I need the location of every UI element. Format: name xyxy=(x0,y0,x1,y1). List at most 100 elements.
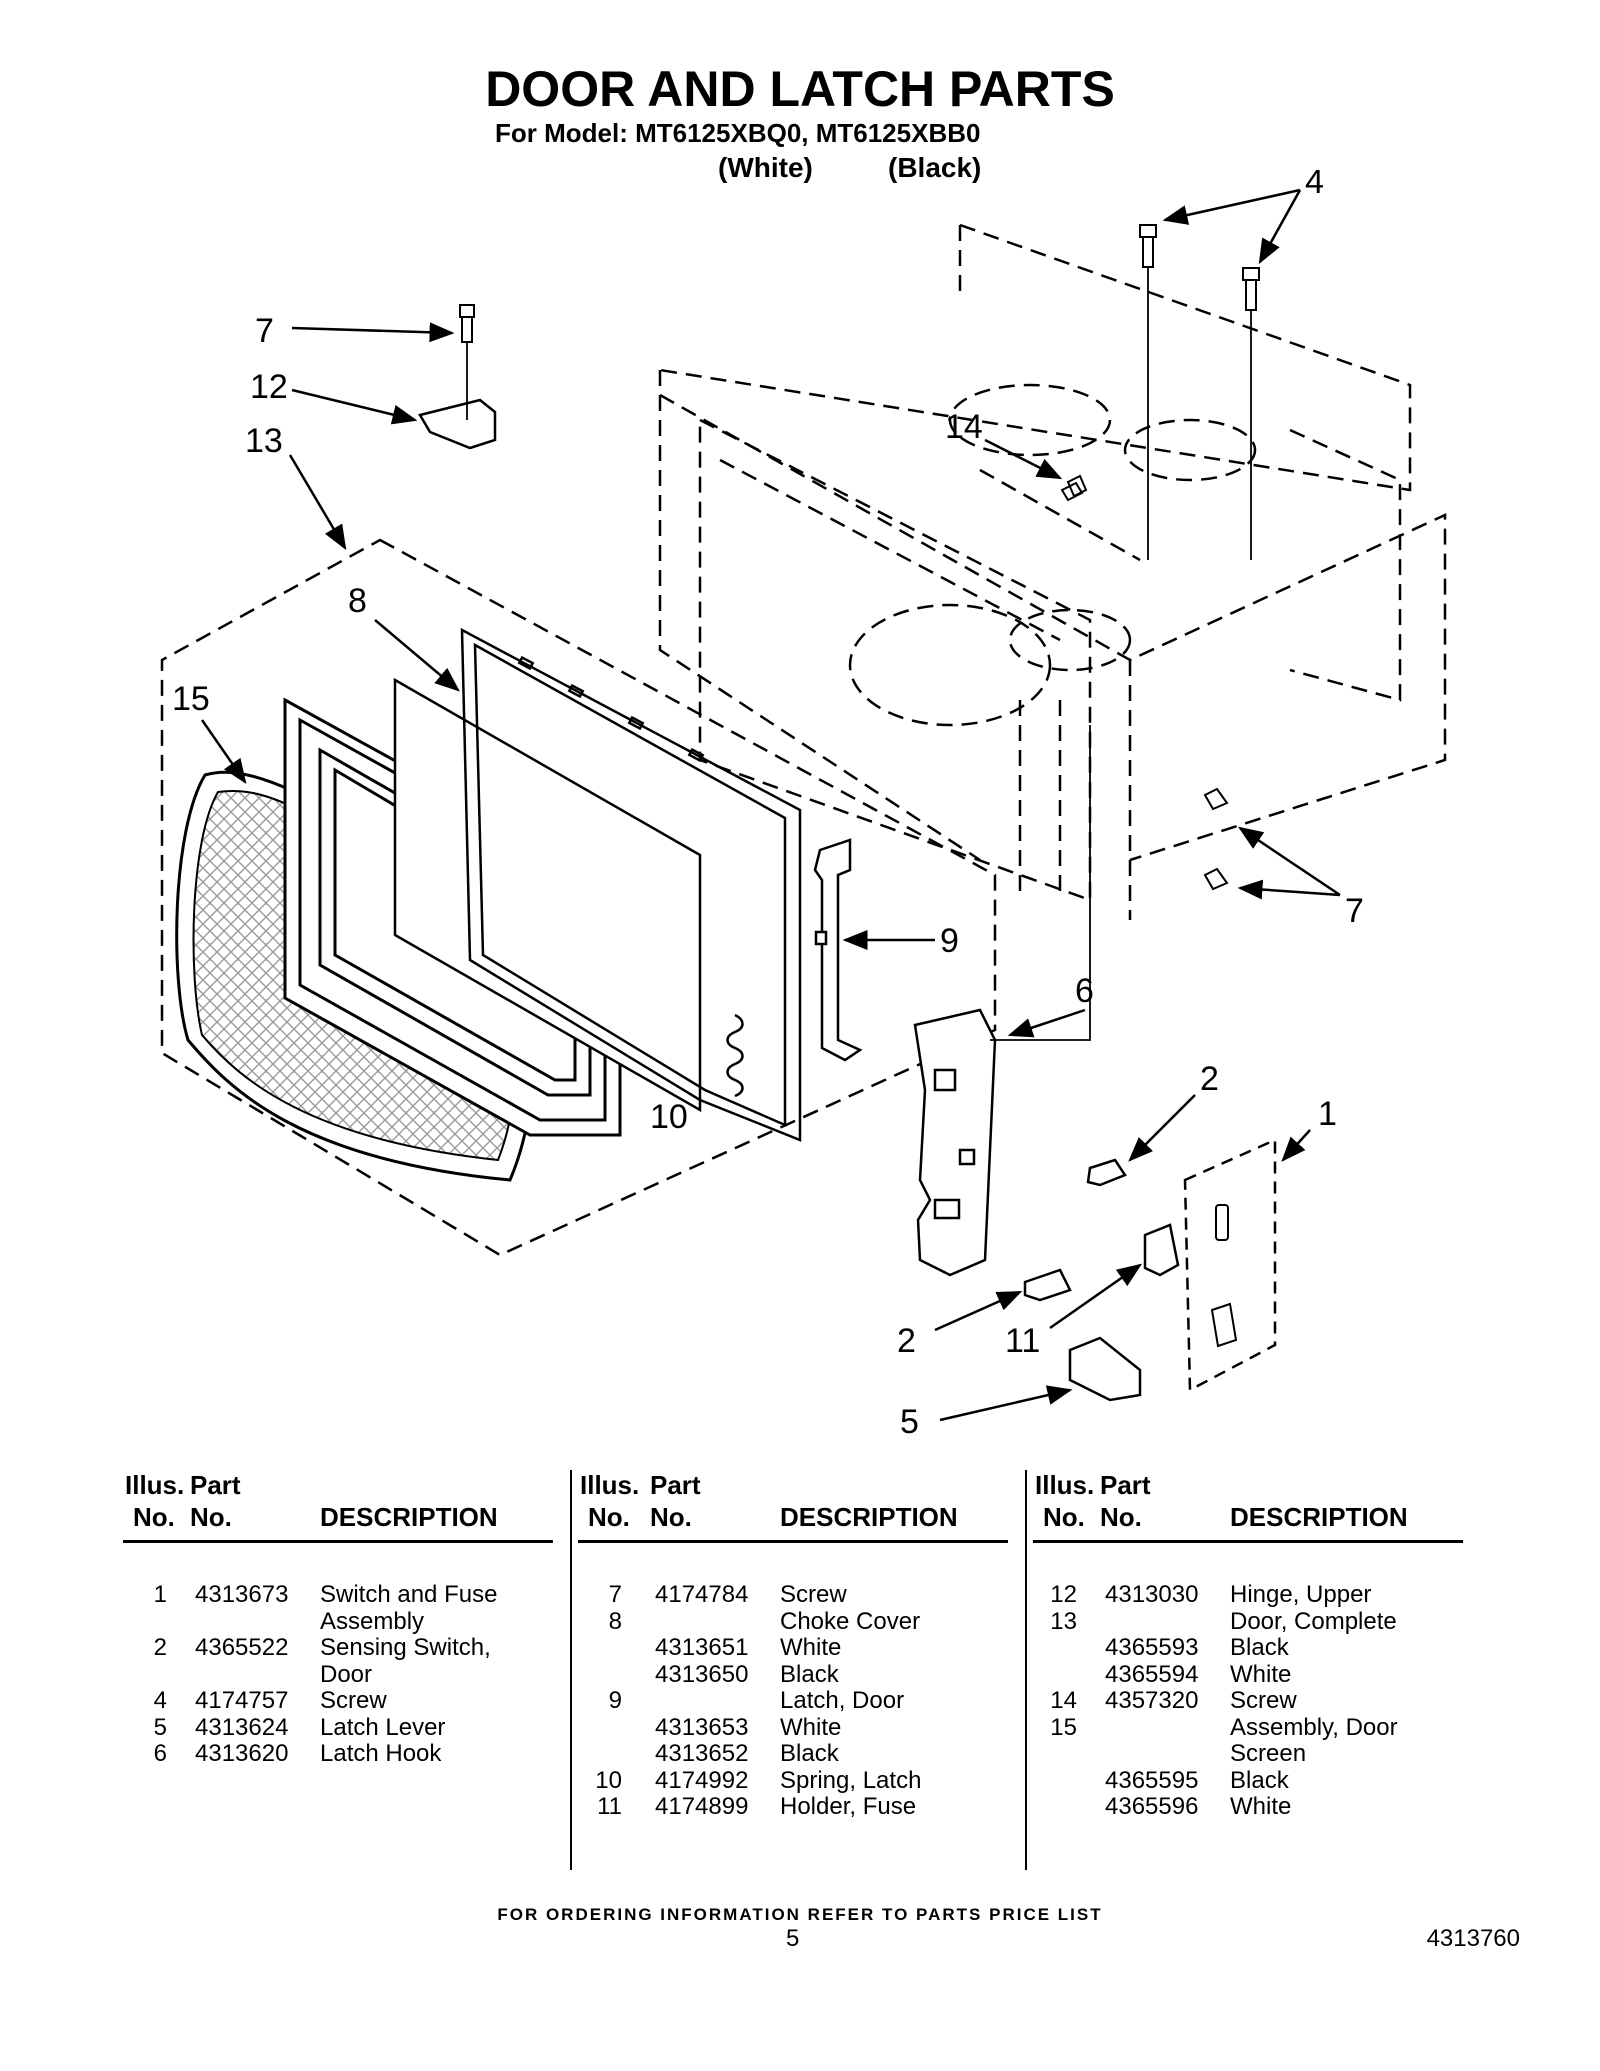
callout-6: 6 xyxy=(1075,972,1094,1010)
part-number: 4313652 xyxy=(655,1740,749,1767)
header-illus: Illus. xyxy=(125,1470,185,1500)
part-description: Choke Cover xyxy=(780,1607,921,1635)
part-description: Black xyxy=(1230,1634,1289,1661)
illus-number: 2 xyxy=(153,1634,167,1661)
header-part: No. xyxy=(190,1502,232,1532)
header-part: Part xyxy=(1100,1470,1151,1500)
part-number: 4313624 xyxy=(195,1713,289,1741)
illus-number: 6 xyxy=(153,1740,167,1767)
door-inner-frame-part xyxy=(460,627,802,1142)
switch-fuse-box xyxy=(1183,1138,1277,1393)
callout-labels: 4 7 12 13 14 8 15 7 9 6 2 1 10 2 11 5 xyxy=(172,170,1364,1440)
part-description: Black xyxy=(780,1660,839,1688)
callout-8: 8 xyxy=(348,582,367,620)
part-number: 4313620 xyxy=(195,1740,289,1767)
part-description: Hinge, Upper xyxy=(1230,1581,1372,1608)
variant-black-label: (Black) xyxy=(888,152,982,183)
header-part: Part xyxy=(190,1470,241,1500)
illus-number: 15 xyxy=(1050,1713,1077,1741)
part-description: Screw xyxy=(320,1687,387,1714)
model-line: For Model: MT6125XBQ0, MT6125XBB0 xyxy=(495,118,981,148)
part-description: Latch, Door xyxy=(780,1687,905,1714)
illus-number: 8 xyxy=(608,1607,622,1635)
part-description: White xyxy=(780,1634,842,1661)
screw-parts xyxy=(459,224,1260,891)
part-number: 4313651 xyxy=(655,1634,749,1661)
part-description: White xyxy=(1230,1660,1292,1688)
part-description: Spring, Latch xyxy=(780,1766,922,1794)
column-divider xyxy=(570,1470,572,1870)
part-description: Switch and Fuse xyxy=(320,1581,498,1608)
column-divider xyxy=(1025,1470,1027,1870)
callout-7-right: 7 xyxy=(1345,892,1364,930)
table-row: 4313651 White xyxy=(580,1634,1010,1662)
header-illus: Illus. xyxy=(580,1470,640,1500)
header-part: No. xyxy=(650,1502,692,1532)
illus-number: 1 xyxy=(153,1581,167,1608)
part-number: 4313030 xyxy=(1105,1581,1199,1608)
part-number: 4365595 xyxy=(1105,1766,1199,1794)
variant-white-label: (White) xyxy=(718,152,813,183)
header-rule xyxy=(1033,1540,1463,1543)
fuse-holder-part xyxy=(1143,1223,1180,1277)
part-description: Screw xyxy=(780,1581,847,1608)
header-illus: No. xyxy=(1043,1502,1085,1532)
callout-1: 1 xyxy=(1318,1095,1337,1133)
table-row: Screen xyxy=(1035,1740,1465,1768)
callout-15: 15 xyxy=(172,680,210,718)
door-latch-part xyxy=(813,838,863,1062)
header-illus: No. xyxy=(588,1502,630,1532)
callout-4: 4 xyxy=(1305,170,1324,201)
table-row: 13 Door, Complete xyxy=(1035,1607,1465,1636)
callout-11: 11 xyxy=(1005,1322,1040,1360)
table-row: Door xyxy=(125,1660,555,1689)
part-description: Sensing Switch, xyxy=(320,1634,491,1661)
cavity-outline xyxy=(658,223,1447,920)
part-number: 4174784 xyxy=(655,1581,749,1608)
illus-number: 10 xyxy=(595,1766,622,1794)
part-description: White xyxy=(780,1713,842,1741)
callout-9: 9 xyxy=(940,922,959,960)
part-number: 4365596 xyxy=(1105,1793,1199,1820)
illus-number: 5 xyxy=(153,1713,167,1741)
callout-2-lower: 2 xyxy=(897,1322,916,1360)
callout-13: 13 xyxy=(245,422,283,460)
part-description: Door, Complete xyxy=(1230,1607,1397,1635)
latch-lever-part xyxy=(1068,1336,1142,1402)
latch-spring-part xyxy=(726,1013,744,1098)
part-description: White xyxy=(1230,1793,1292,1820)
illus-number: 13 xyxy=(1050,1607,1077,1635)
callout-14: 14 xyxy=(945,408,983,446)
callout-7-top: 7 xyxy=(255,312,274,350)
header-rule xyxy=(578,1540,1008,1543)
callout-5: 5 xyxy=(900,1403,919,1440)
page-title: DOOR AND LATCH PARTS xyxy=(485,61,1115,117)
illus-number: 4 xyxy=(153,1687,167,1714)
exploded-parts-diagram: 4 7 12 13 14 8 15 7 9 6 2 1 10 2 11 5 xyxy=(160,170,1447,1440)
part-description: Door xyxy=(320,1660,373,1688)
illus-number: 14 xyxy=(1050,1687,1077,1714)
header-part: Part xyxy=(650,1470,701,1500)
header-part: No. xyxy=(1100,1502,1142,1532)
page-number: 5 xyxy=(786,1925,800,1952)
